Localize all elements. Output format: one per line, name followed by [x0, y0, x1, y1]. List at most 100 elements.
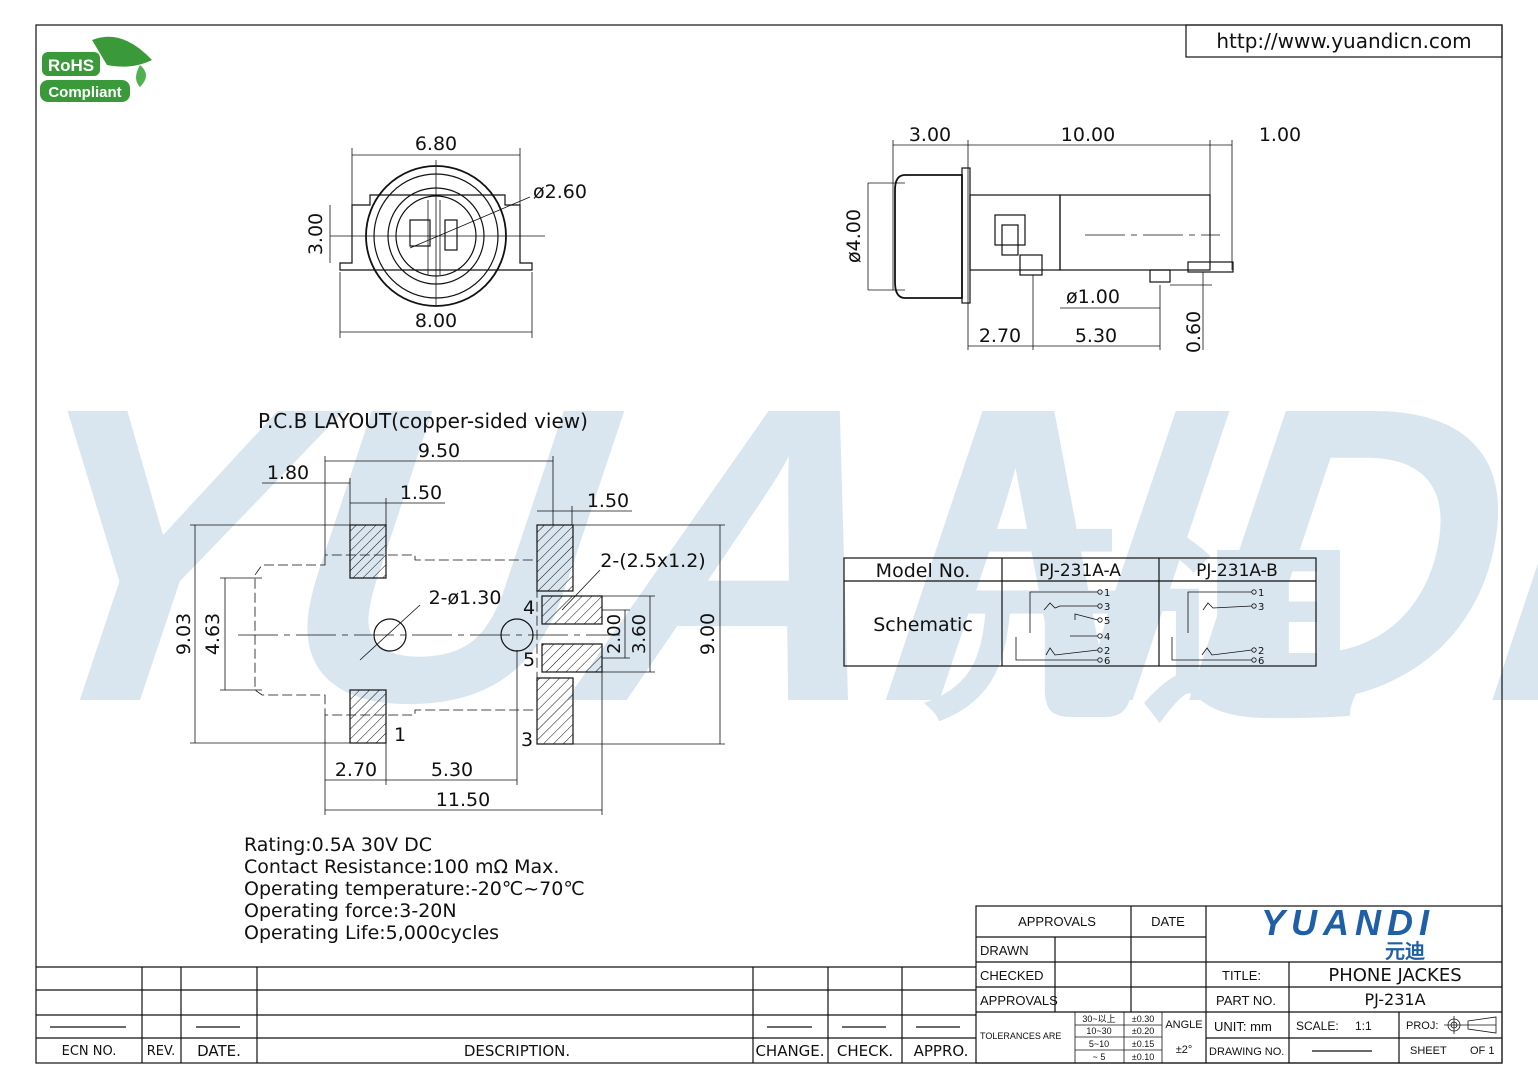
dim-side-060: 0.60 [1183, 311, 1205, 353]
tb-approvals2: APPROVALS [980, 993, 1058, 1008]
dim-dia-260: ø2.60 [533, 181, 587, 203]
hole-note: 2-ø1.30 [429, 587, 502, 609]
dim-530: 5.30 [431, 759, 473, 781]
dim-950: 9.50 [418, 440, 460, 462]
leaf-small-icon [136, 65, 146, 87]
tb-angle: ANGLE [1165, 1019, 1202, 1031]
tb-date: DATE [1151, 914, 1185, 929]
schematic-table: Model No. PJ-231A-A PJ-231A-B Schematic … [843, 557, 1317, 667]
dim-side-1000: 10.00 [1061, 124, 1115, 146]
pin-1: 1 [394, 724, 406, 746]
b-pin-2: 2 [1258, 646, 1264, 657]
yuandi-logo: YUANDI [1261, 902, 1435, 943]
dim-side-100: 1.00 [1259, 124, 1301, 146]
a-pin-4: 4 [1104, 632, 1110, 643]
a-pin-1: 1 [1104, 588, 1110, 599]
dim-300: 3.00 [305, 213, 327, 255]
schematic-a: 1 3 5 4 2 6 [1015, 588, 1110, 667]
tol-val-2: ±0.20 [1132, 1026, 1154, 1036]
leaf-icon [92, 36, 152, 67]
dim-150a: 1.50 [400, 482, 442, 504]
b-pin-1: 1 [1258, 588, 1264, 599]
hdr-change: CHANGE. [755, 1042, 824, 1060]
spec-contact: Contact Resistance:100 mΩ Max. [244, 856, 559, 878]
tb-title-value: PHONE JACKES [1328, 965, 1461, 986]
front-view: 6.80 ø2.60 3.00 8.00 [305, 133, 587, 338]
tb-part-value: PJ-231A [1364, 990, 1425, 1009]
a-pin-5: 5 [1104, 616, 1110, 627]
spec-rating: Rating:0.5A 30V DC [244, 834, 432, 856]
a-pin-6: 6 [1104, 656, 1110, 667]
hdr-ecn: ECN NO. [62, 1044, 117, 1059]
sheet-border [35, 24, 1503, 1064]
hdr-rev: REV. [147, 1044, 176, 1059]
pcb-layout: P.C.B LAYOUT(copper-sided view) 9.50 1.8… [173, 409, 725, 815]
b-pin-6: 6 [1258, 656, 1264, 667]
dim-1150: 11.50 [436, 789, 490, 811]
spec-temp: Operating temperature:-20℃~70℃ [244, 878, 585, 900]
compliant-text: Compliant [48, 84, 121, 101]
pin-5: 5 [523, 649, 535, 671]
pcb-pad-1-top [349, 524, 387, 579]
tb-title-label: TITLE: [1222, 968, 1261, 983]
spec-force: Operating force:3-20N [244, 900, 457, 922]
specs: Rating:0.5A 30V DC Contact Resistance:10… [244, 834, 585, 944]
tol-range-1: 30~以上 [1082, 1014, 1115, 1024]
pcb-pad-4 [541, 595, 603, 625]
hdr-date: DATE. [197, 1042, 241, 1060]
a-pin-2: 2 [1104, 646, 1110, 657]
pcb-pad-top [536, 524, 574, 592]
tol-val-1: ±0.30 [1132, 1014, 1154, 1024]
pcb-pad-3 [536, 677, 574, 745]
model-b: PJ-231A-B [1196, 561, 1278, 581]
dim-270: 2.70 [335, 759, 377, 781]
schematic-b: 1 3 2 6 [1171, 588, 1264, 667]
dim-side-dia-400: ø4.00 [843, 209, 865, 263]
dim-800: 8.00 [415, 310, 457, 332]
tol-range-4: ~ 5 [1093, 1052, 1106, 1062]
dim-360: 3.60 [629, 614, 650, 654]
tol-range-3: 5~10 [1089, 1039, 1109, 1049]
dim-180: 1.80 [267, 462, 309, 484]
schematic-label: Schematic [873, 614, 973, 636]
url-text[interactable]: http://www.yuandicn.com [1216, 29, 1471, 53]
tb-scale-label: SCALE: [1296, 1019, 1339, 1033]
watermark-text: YUANDI [0, 321, 1538, 790]
dim-150b: 1.50 [587, 490, 629, 512]
pcb-pad-5 [541, 643, 603, 673]
revision-block: ECN NO. REV. DATE. DESCRIPTION. CHANGE. … [36, 966, 976, 1063]
hdr-appro: APPRO. [914, 1042, 969, 1060]
rohs-text: RoHS [48, 56, 94, 75]
tb-unit: UNIT: mm [1214, 1019, 1272, 1034]
tb-sheet: SHEET [1410, 1045, 1447, 1057]
dim-680: 6.80 [415, 133, 457, 155]
dim-side-270: 2.70 [979, 325, 1021, 347]
pad-note: 2-(2.5x1.2) [600, 550, 705, 572]
b-pin-3: 3 [1258, 602, 1264, 613]
tol-val-4: ±0.10 [1132, 1052, 1154, 1062]
pcb-title: P.C.B LAYOUT(copper-sided view) [258, 409, 588, 433]
tol-range-2: 10~30 [1086, 1026, 1111, 1036]
title-block: APPROVALS DATE DRAWN CHECKED APPROVALS T… [975, 902, 1503, 1064]
rohs-logo: RoHS Compliant [40, 36, 152, 102]
watermark-chinese: 元迪 [920, 496, 1360, 752]
url-box [1185, 24, 1503, 58]
pcb-pad-1 [349, 689, 387, 744]
hdr-check: CHECK. [837, 1042, 893, 1060]
tb-drawing-no: DRAWING NO. [1209, 1046, 1284, 1058]
tb-checked: CHECKED [980, 968, 1044, 983]
pin-3: 3 [521, 729, 533, 751]
side-view: 3.00 10.00 1.00 ø4.00 ø1.00 2.70 5.30 0.… [843, 124, 1301, 353]
pin-4: 4 [523, 597, 535, 619]
dim-463: 4.63 [202, 613, 224, 655]
tb-part-label: PART NO. [1216, 993, 1276, 1008]
tb-drawn: DRAWN [980, 943, 1029, 958]
model-a: PJ-231A-A [1039, 561, 1121, 581]
yuandi-logo-cn: 元迪 [1385, 939, 1425, 963]
projection-symbol-icon [1444, 1016, 1497, 1034]
tb-approvals: APPROVALS [1018, 914, 1096, 929]
spec-life: Operating Life:5,000cycles [244, 922, 499, 944]
dim-903: 9.03 [173, 613, 195, 655]
hdr-description: DESCRIPTION. [464, 1042, 570, 1060]
dim-side-dia-100: ø1.00 [1066, 286, 1120, 308]
